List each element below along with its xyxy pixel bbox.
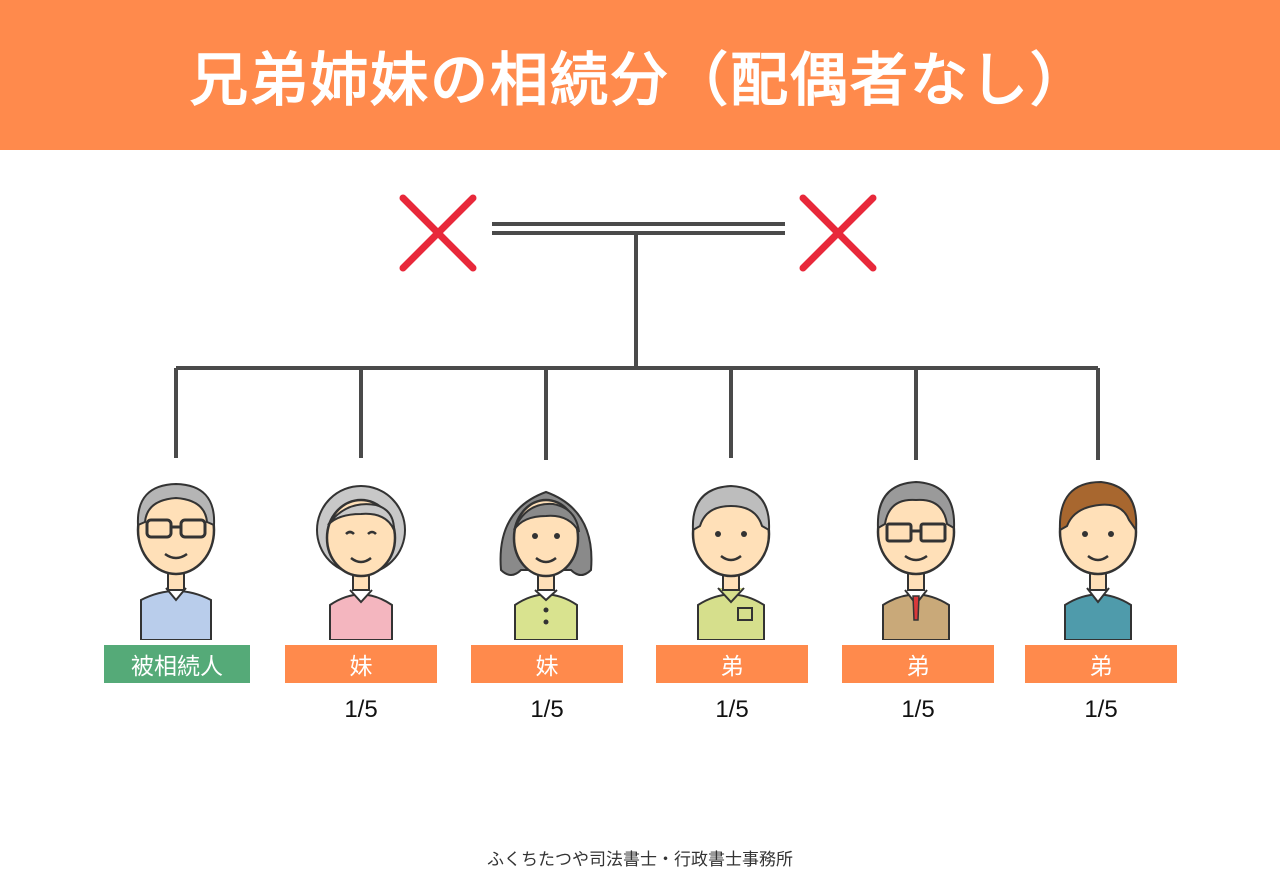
share-sister-1: 1/5 — [344, 696, 378, 723]
label-deceased: 被相続人 — [104, 645, 250, 683]
label-sister-2: 妹 — [471, 645, 623, 683]
footer-credit: ふくちたつや司法書士・行政書士事務所 — [487, 850, 793, 870]
label-brother-1: 弟 — [656, 645, 808, 683]
sister-2-avatar — [499, 490, 593, 640]
share-sister-2: 1/5 — [530, 696, 564, 723]
sister-1-avatar — [316, 485, 406, 640]
page-title: 兄弟姉妹の相続分（配偶者なし） — [189, 46, 1090, 114]
label-brother-3: 弟 — [1025, 645, 1177, 683]
father-deceased-cross-icon — [399, 194, 477, 272]
share-brother-1: 1/5 — [715, 696, 749, 723]
label-brother-2: 弟 — [842, 645, 994, 683]
share-brother-3: 1/5 — [1084, 696, 1118, 723]
descent-lines — [174, 233, 1100, 460]
title-banner: 兄弟姉妹の相続分（配偶者なし） — [0, 0, 1280, 150]
share-brother-2: 1/5 — [901, 696, 935, 723]
marriage-line — [492, 222, 785, 235]
brother-1-avatar — [691, 484, 771, 640]
deceased-person-avatar — [136, 482, 216, 640]
mother-deceased-cross-icon — [799, 194, 877, 272]
label-sister-1: 妹 — [285, 645, 437, 683]
brother-3-avatar — [1058, 480, 1138, 640]
brother-2-avatar — [876, 480, 956, 640]
